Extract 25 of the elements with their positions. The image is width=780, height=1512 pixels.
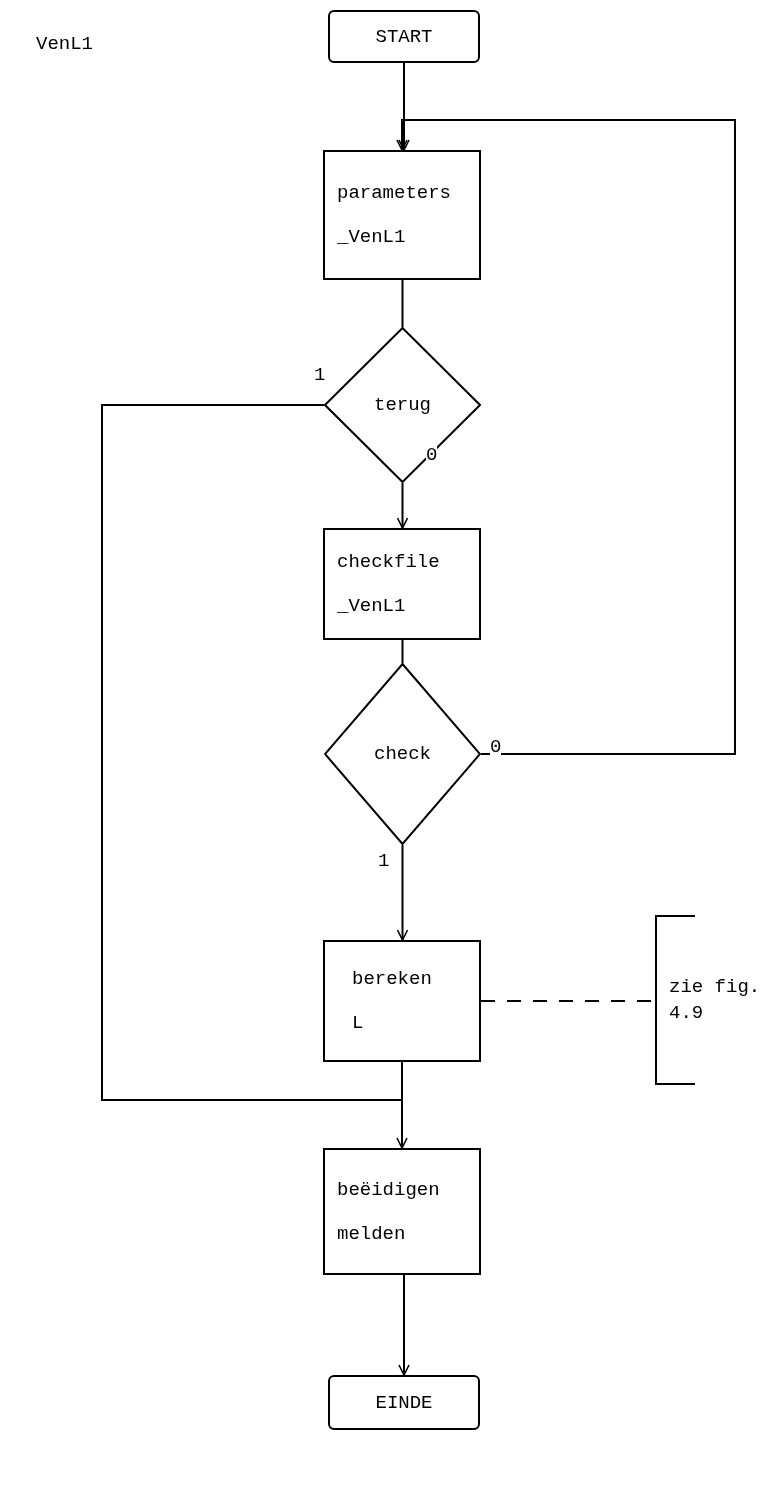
arrow xyxy=(396,482,409,529)
node-text: zie fig. 4.9 xyxy=(669,975,762,1026)
start-terminal xyxy=(328,10,480,63)
process-box xyxy=(323,150,481,280)
node-text: terug xyxy=(374,393,431,418)
end-terminal xyxy=(328,1375,480,1430)
decision-diamond xyxy=(324,327,481,483)
node-text: parameters _VenL1 xyxy=(337,181,453,250)
arrow xyxy=(396,119,736,755)
node-text: EINDE xyxy=(375,1390,433,1416)
node-text: START xyxy=(375,24,433,50)
node-text: checkfile _VenL1 xyxy=(337,550,441,619)
process-box xyxy=(323,940,481,1062)
arrow xyxy=(396,844,409,941)
decision-diamond xyxy=(324,663,481,845)
arrow xyxy=(398,62,410,151)
node-text: bereken L xyxy=(352,967,433,1036)
node-text: beëidigen melden xyxy=(337,1177,441,1247)
process-box xyxy=(323,1148,481,1275)
arrow xyxy=(101,404,408,1149)
edge-label: 0 xyxy=(490,738,502,757)
diagram-label: VenL1 xyxy=(36,32,93,57)
arrow xyxy=(398,1274,410,1376)
process-box xyxy=(323,528,481,640)
node-text: check xyxy=(374,742,431,767)
